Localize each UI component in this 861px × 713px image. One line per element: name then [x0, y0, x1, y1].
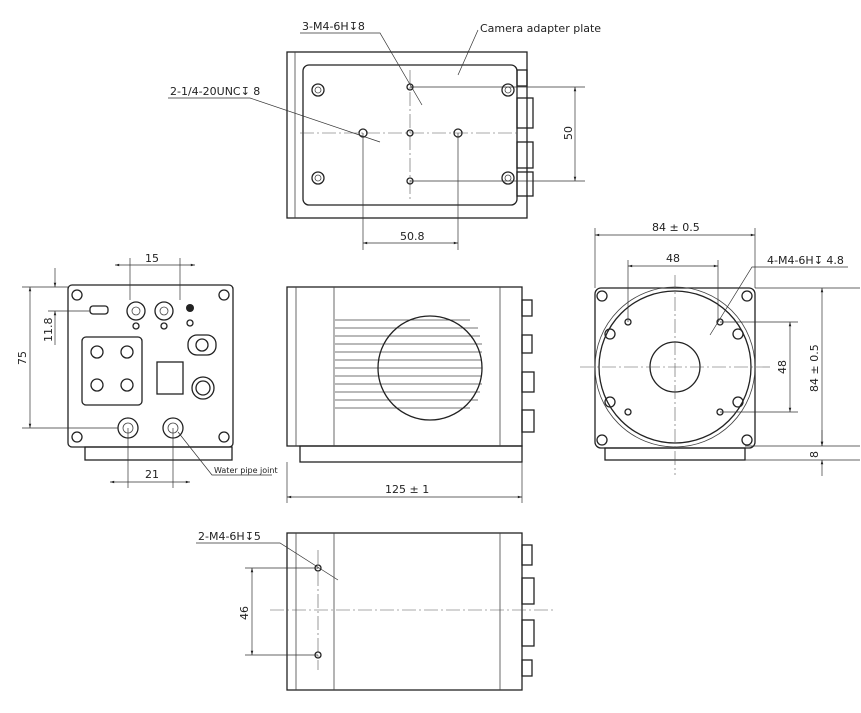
dim-front-hole-v: 48 [776, 360, 789, 374]
side-view: 125 ± 1 [286, 286, 535, 503]
label-front-thread: 4-M4-6H↧ 4.8 [767, 254, 844, 267]
dim-front-base: 8 [808, 451, 821, 458]
dim-back-connector-spacing: 15 [145, 252, 159, 265]
bottom-view: 46 2-M4-6H↧5 [196, 530, 555, 691]
fan-outline [377, 315, 483, 421]
top-view: 50 50.8 3-M4-6H↧8 Camera adapter plate 2… [168, 20, 601, 250]
dim-side-length: 125 ± 1 [385, 483, 429, 496]
back-view: 15 75 11.8 21 Water pipe joint [16, 252, 278, 488]
front-view: 84 ± 0.5 48 4-M4-6H↧ 4.8 48 84 ± 0.5 8 [580, 221, 860, 476]
dim-top-width: 50.8 [400, 230, 425, 243]
cooling-fins [335, 319, 482, 409]
label-bottom-thread: 2-M4-6H↧5 [198, 530, 261, 543]
label-water-pipe: Water pipe joint [214, 466, 278, 475]
dim-front-hole-h: 48 [666, 252, 680, 265]
dim-back-height: 75 [16, 351, 29, 365]
dim-back-pipe-spacing: 21 [145, 468, 159, 481]
dim-front-width: 84 ± 0.5 [652, 221, 700, 234]
corner-screw [596, 290, 753, 446]
dim-bottom-holes: 46 [238, 606, 251, 620]
label-adapter-plate: Camera adapter plate [480, 22, 601, 35]
dim-back-offset: 11.8 [42, 318, 55, 343]
dim-front-height: 84 ± 0.5 [808, 344, 821, 392]
label-top-thread-2: 2-1/4-20UNC↧ 8 [170, 85, 260, 98]
dim-top-height: 50 [562, 126, 575, 140]
label-top-thread-1: 3-M4-6H↧8 [302, 20, 365, 33]
corner-screw [71, 289, 230, 443]
